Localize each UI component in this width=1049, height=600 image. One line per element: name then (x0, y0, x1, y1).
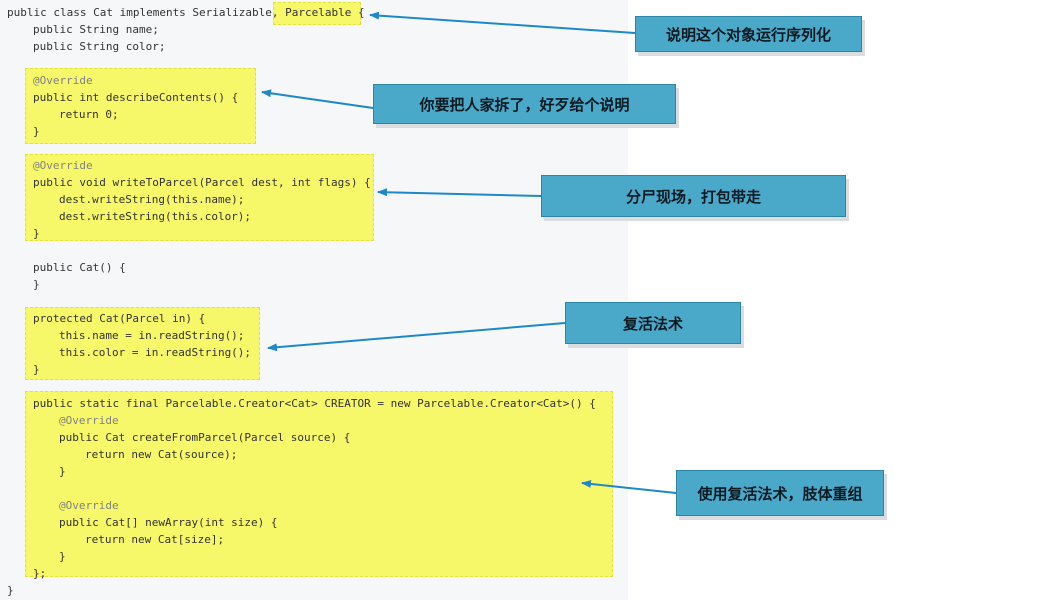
code-line-close-brace: } (33, 227, 40, 240)
code-line-close-class: } (7, 584, 14, 597)
code-line-override: @Override (33, 159, 93, 172)
code-line-close-brace: } (59, 465, 66, 478)
code-line-close-brace: } (33, 278, 40, 291)
code-line-default-constructor: public Cat() { (33, 261, 126, 274)
code-line-class-decl: public class Cat implements Serializable… (7, 6, 365, 19)
code-line-write-signature: public void writeToParcel(Parcel dest, i… (33, 176, 371, 189)
code-line-field-name: public String name; (33, 23, 159, 36)
code-line-describe-signature: public int describeContents() { (33, 91, 239, 104)
code-line-creator-signature: public static final Parcelable.Creator<C… (33, 397, 596, 410)
code-line-override: @Override (59, 499, 119, 512)
code-line-override: @Override (33, 74, 93, 87)
arrow-to-parcelable (369, 11, 636, 34)
annotation-creator: 使用复活法术，肢体重组 (676, 470, 884, 516)
code-line-parcel-constructor: protected Cat(Parcel in) { (33, 312, 206, 325)
highlight-parcelable (273, 2, 361, 25)
code-line-create-from-parcel: public Cat createFromParcel(Parcel sourc… (59, 431, 351, 444)
code-line-close-brace: } (33, 363, 40, 376)
code-line-return-zero: return 0; (59, 108, 119, 121)
code-line-field-color: public String color; (33, 40, 166, 53)
code-line-return-array: return new Cat[size]; (85, 533, 225, 546)
annotation-write-to-parcel: 分尸现场，打包带走 (541, 175, 846, 217)
annotation-revive: 复活法术 (565, 302, 741, 344)
arrow-to-parcel-constructor (267, 322, 566, 352)
code-line-close-brace: } (33, 125, 40, 138)
highlight-describe-contents (25, 68, 256, 144)
code-line-read-name: this.name = in.readString(); (59, 329, 245, 342)
highlight-creator (25, 391, 613, 577)
code-line-write-color: dest.writeString(this.color); (59, 210, 252, 223)
annotation-describe-contents: 你要把人家拆了，好歹给个说明 (373, 84, 676, 124)
highlight-parcel-constructor (25, 307, 260, 380)
code-line-return-new-cat: return new Cat(source); (85, 448, 238, 461)
arrow-to-write-to-parcel (377, 188, 542, 197)
arrow-to-creator (581, 479, 677, 494)
arrow-to-describe-contents (261, 89, 374, 109)
annotation-serialize: 说明这个对象运行序列化 (635, 16, 862, 52)
highlight-write-to-parcel (25, 154, 374, 241)
code-line-write-name: dest.writeString(this.name); (59, 193, 245, 206)
code-line-override: @Override (59, 414, 119, 427)
code-line-read-color: this.color = in.readString(); (59, 346, 252, 359)
code-line-new-array: public Cat[] newArray(int size) { (59, 516, 278, 529)
code-line-close-brace: } (59, 550, 66, 563)
code-line-close-creator: }; (33, 567, 47, 580)
